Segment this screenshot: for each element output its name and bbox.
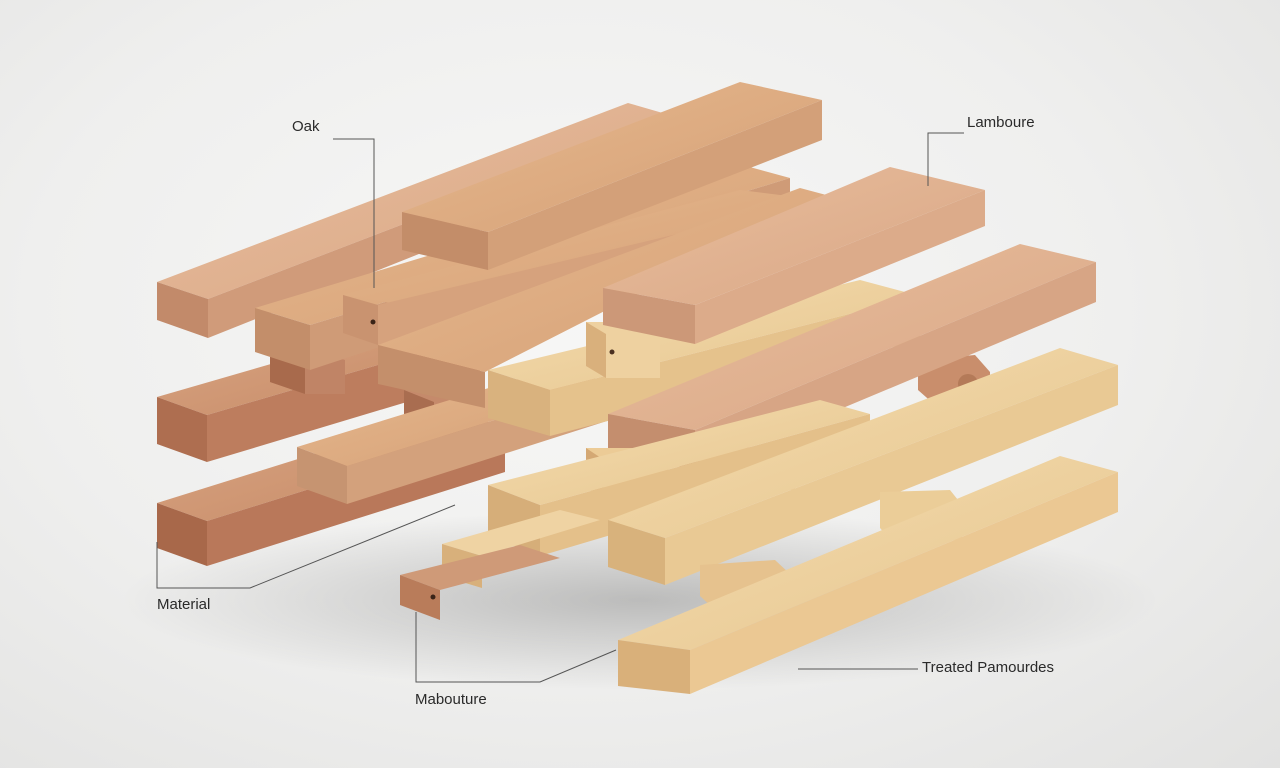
spacer-block-center-1 (586, 322, 660, 378)
leader-mabouture (415, 612, 617, 683)
label-lamboure: Lamboure (967, 114, 1035, 131)
leader-material (156, 504, 456, 589)
board-small-dark-bottom (400, 545, 560, 620)
board-treated-upper (608, 348, 1118, 585)
board-lamboure (603, 167, 985, 344)
label-oak: Oak (292, 118, 320, 135)
leader-lamboure (927, 132, 964, 186)
leader-oak (333, 138, 375, 288)
board-treated-bottom (618, 456, 1118, 694)
leader-lines (156, 132, 964, 683)
label-mabouture: Mabouture (415, 691, 487, 708)
label-material: Material (157, 596, 211, 613)
label-treated: Treated Pamourdes (922, 659, 1055, 676)
board-center-long (378, 188, 830, 408)
board-top-center (402, 82, 822, 270)
